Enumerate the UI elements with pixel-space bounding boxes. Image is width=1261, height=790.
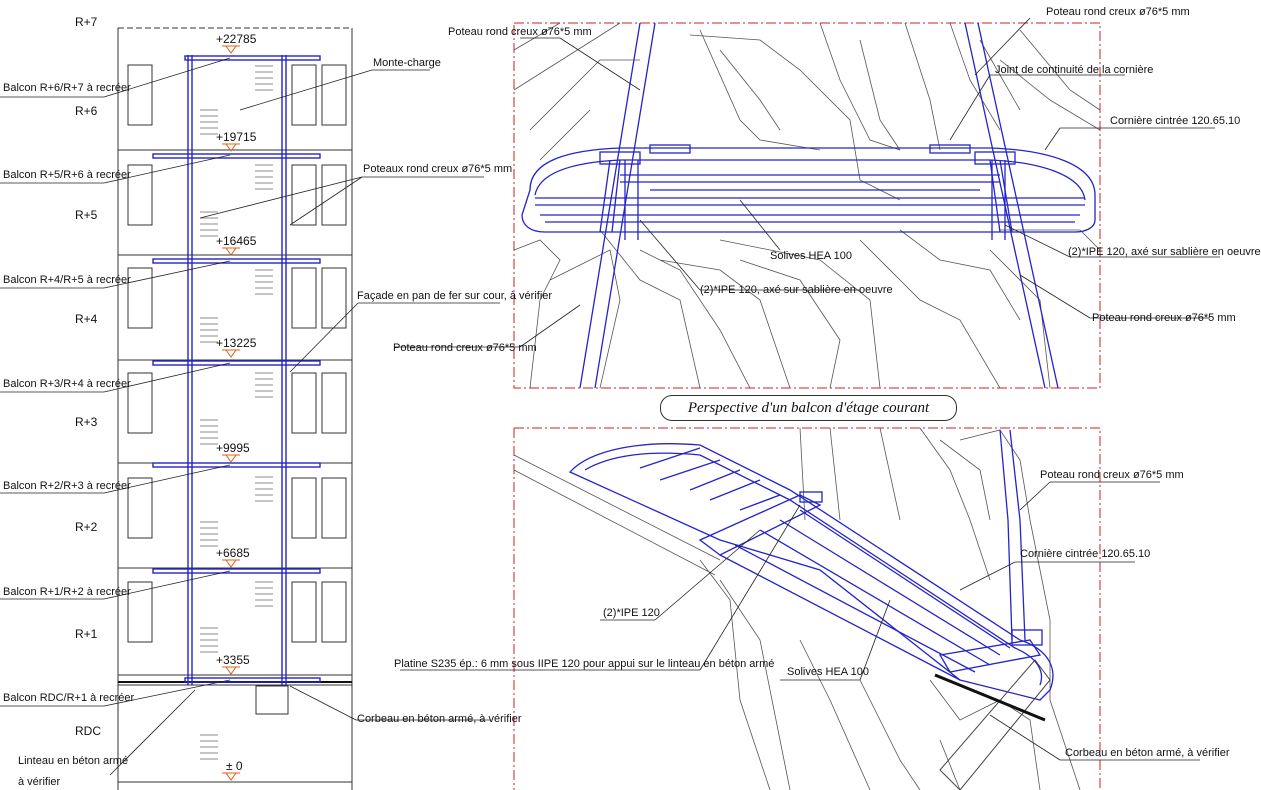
top-balcony-structure xyxy=(521,22,1096,389)
elevation-value: +13225 xyxy=(216,336,257,350)
top-ipe-left-label: (2)*IPE 120, axé sur sablière en oeuvre xyxy=(700,284,893,296)
level-label-r5: R+5 xyxy=(75,208,98,222)
balcony-label: Balcon R+1/R+2 à recréer xyxy=(3,586,131,598)
top-ipe-right-label: (2)*IPE 120, axé sur sablière en oeuvre xyxy=(1068,246,1261,258)
top-perspective-linework xyxy=(513,22,1101,389)
bottom-perspective-linework xyxy=(513,427,1081,790)
bottom-ipe-label: (2)*IPE 120 xyxy=(603,607,660,619)
elevation-value: +22785 xyxy=(216,32,257,46)
level-label-r2: R+2 xyxy=(75,520,98,534)
level-label-r3: R+3 xyxy=(75,415,98,429)
level-label-rdc: RDC xyxy=(75,724,101,738)
leader-lines-bottom xyxy=(400,481,1200,761)
level-label-r7: R+7 xyxy=(75,15,98,29)
bottom-solives-label: Solives HEA 100 xyxy=(787,666,869,678)
elevation-value: ± 0 xyxy=(226,759,243,773)
balcony-label: Balcon R+5/R+6 à recréer xyxy=(3,169,131,181)
elevation-value: +19715 xyxy=(216,130,257,144)
bottom-corbeau-label: Corbeau en béton armé, à vérifier xyxy=(1065,747,1230,759)
level-label-r1: R+1 xyxy=(75,627,98,641)
elevation-value: +6685 xyxy=(216,546,250,560)
bottom-poteau-label: Poteau rond creux ø76*5 mm xyxy=(1040,469,1184,481)
facade-label: Façade en pan de fer sur cour, à vérifie… xyxy=(357,290,553,302)
top-poteau-r-label: Poteau rond creux ø76*5 mm xyxy=(1092,312,1236,324)
top-poteau-l-label: Poteau rond creux ø76*5 mm xyxy=(393,342,537,354)
top-corniere-label: Cornière cintrée 120.65.10 xyxy=(1110,115,1241,127)
level-label-r4: R+4 xyxy=(75,312,98,326)
bottom-balcony-structure xyxy=(568,429,1054,701)
monte-charge-label: Monte-charge xyxy=(373,57,441,69)
elevation-markers xyxy=(222,45,240,781)
leader-lines-left xyxy=(0,57,500,776)
level-label-r6: R+6 xyxy=(75,104,98,118)
corbeau-bottom xyxy=(934,659,1051,790)
balcony-label: Balcon R+3/R+4 à recréer xyxy=(3,378,131,390)
top-perspective-frame xyxy=(513,22,1101,389)
linteau-label: Linteau en béton armé xyxy=(18,755,129,767)
balcony-label: Balcon R+4/R+5 à recréer xyxy=(3,274,131,286)
bottom-corniere-label: Cornière cintrée 120.65.10 xyxy=(1020,548,1151,560)
linteau-label-2: à vérifier xyxy=(18,776,61,788)
top-poteau-tl-label: Poteau rond creux ø76*5 mm xyxy=(448,26,592,38)
top-joint-label: Joint de continuité de la cornière xyxy=(995,64,1154,76)
poteaux-label: Poteaux rond creux ø76*5 mm xyxy=(363,163,513,175)
balcony-label: Balcon R+6/R+7 à recréer xyxy=(3,82,131,94)
leader-lines-top xyxy=(395,17,1220,348)
bottom-perspective-frame xyxy=(513,427,1101,790)
bottom-platine-label: Platine S235 ép.: 6 mm sous IIPE 120 pou… xyxy=(394,658,775,670)
elevation-value: +3355 xyxy=(216,653,250,667)
balcony-label: Balcon RDC/R+1 à recréer xyxy=(3,692,135,704)
corbeau-label: Corbeau en béton armé, à vérifier xyxy=(357,713,522,725)
elevation-value: +16465 xyxy=(216,234,257,248)
top-poteau-tr-label: Poteau rond creux ø76*5 mm xyxy=(1046,6,1190,18)
facade-elevation xyxy=(117,27,353,790)
elevation-value: +9995 xyxy=(216,441,250,455)
balcony-label: Balcon R+2/R+3 à recréer xyxy=(3,480,131,492)
perspective-caption: Perspective d'un balcon d'étage courant xyxy=(660,395,957,421)
top-solives-label: Solives HEA 100 xyxy=(770,250,852,262)
